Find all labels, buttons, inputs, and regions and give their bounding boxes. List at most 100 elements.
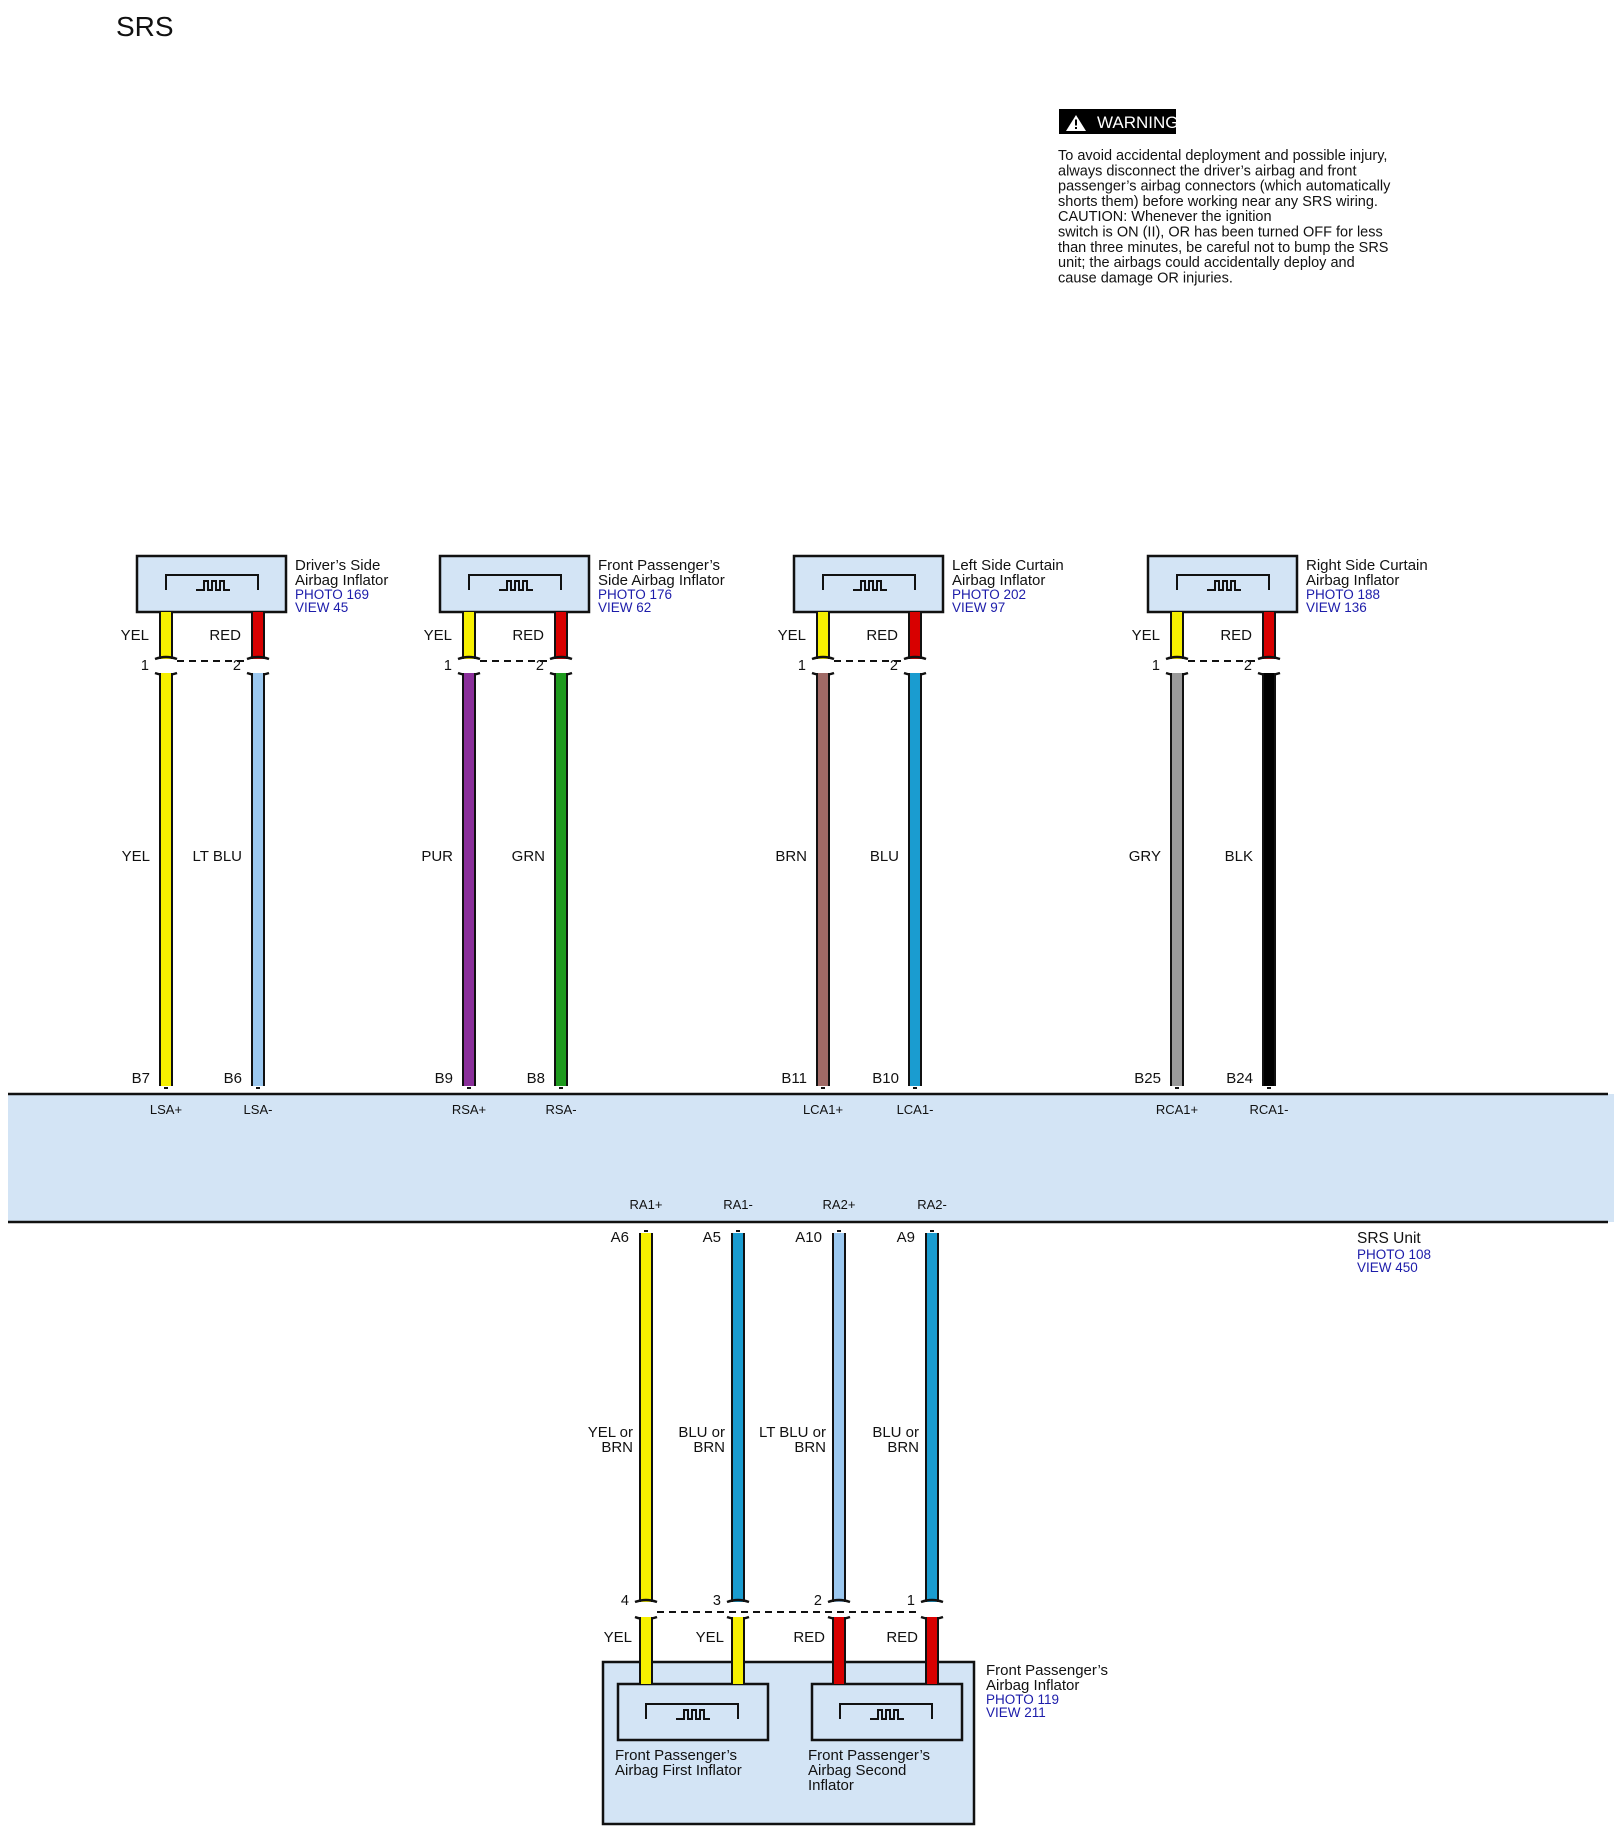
signal-name: LSA- xyxy=(244,1102,273,1117)
warning-line: unit; the airbags could accidentally dep… xyxy=(1058,255,1355,271)
signal-name: RSA+ xyxy=(452,1102,486,1117)
connector-bracket xyxy=(165,574,259,590)
bottom-connector-name: Front Passenger’s xyxy=(986,1662,1108,1679)
connector-name: Front Passenger’s xyxy=(598,557,720,574)
connector-bracket xyxy=(839,1703,933,1719)
connector-bracket xyxy=(645,1703,739,1719)
bottom-photo-link: PHOTO 119 xyxy=(986,1692,1059,1707)
wire-color-label: PUR xyxy=(421,848,453,865)
pigtail-color-label: RED xyxy=(793,1629,825,1646)
pin-number: 1 xyxy=(141,658,149,674)
photo-link: PHOTO 176 xyxy=(598,587,672,602)
wire-color-label: BRN xyxy=(887,1439,919,1456)
warning-line: switch is ON (II), OR has been turned OF… xyxy=(1058,225,1383,241)
pigtail-color-label: RED xyxy=(512,627,544,644)
connector-bracket xyxy=(1176,574,1270,590)
inflator-symbol xyxy=(870,1709,904,1720)
photo-link: PHOTO 169 xyxy=(295,587,369,602)
warning-text: To avoid accidental deployment and possi… xyxy=(1058,148,1391,286)
terminal-cap xyxy=(549,655,573,661)
signal-name: RCA1- xyxy=(1249,1102,1288,1117)
second-inflator-name: Front Passenger’s xyxy=(808,1747,930,1764)
connector-name: Airbag Inflator xyxy=(952,572,1045,589)
srs-unit-view-link: VIEW 450 xyxy=(1357,1260,1418,1275)
pin-number: 1 xyxy=(1152,658,1160,674)
pin-number: 3 xyxy=(713,1593,721,1609)
signal-name: RSA- xyxy=(545,1102,576,1117)
second-inflator-name: Inflator xyxy=(808,1777,854,1794)
terminal-cap xyxy=(811,655,835,661)
terminal-cap xyxy=(154,655,178,661)
warning-icon xyxy=(1066,115,1086,131)
signal-name: LCA1+ xyxy=(803,1102,843,1117)
signal-name: RCA1+ xyxy=(1156,1102,1198,1117)
first-inflator-name: Airbag First Inflator xyxy=(615,1762,742,1779)
warning-box: WARNING To avoid accidental deployment a… xyxy=(1058,109,1391,286)
srs-unit-fill xyxy=(8,1094,1614,1222)
terminal-cap xyxy=(920,1598,944,1604)
srs-unit-name: SRS Unit xyxy=(1357,1230,1421,1247)
pigtail-color-label: YEL xyxy=(778,627,806,644)
signal-name: LCA1- xyxy=(897,1102,934,1117)
view-link: VIEW 45 xyxy=(295,600,348,615)
inflator-symbol xyxy=(499,580,533,591)
photo-link: PHOTO 188 xyxy=(1306,587,1380,602)
terminal-cap xyxy=(457,655,481,661)
inflator-symbol xyxy=(676,1709,710,1720)
wire-color-label: LT BLU or xyxy=(759,1424,826,1441)
srs-unit-photo-link: PHOTO 108 xyxy=(1357,1247,1431,1262)
warning-line: cause damage OR injuries. xyxy=(1058,270,1233,286)
terminal-cap xyxy=(1165,655,1189,661)
unit-pin-number: B7 xyxy=(132,1070,150,1087)
warning-line: always disconnect the driver’s airbag an… xyxy=(1058,163,1357,179)
unit-pin-number: A9 xyxy=(897,1229,915,1246)
view-link: VIEW 136 xyxy=(1306,600,1367,615)
pin-number: 4 xyxy=(621,1593,629,1609)
wire-color-label: YEL xyxy=(122,848,150,865)
inflator-symbol xyxy=(1207,580,1241,591)
wire-color-label: BLK xyxy=(1225,848,1253,865)
unit-pin-number: B10 xyxy=(872,1070,899,1087)
first-inflator-name: Front Passenger’s xyxy=(615,1747,737,1764)
warning-label: WARNING xyxy=(1097,113,1179,132)
warning-line: To avoid accidental deployment and possi… xyxy=(1058,148,1387,164)
unit-pin-number: B11 xyxy=(781,1070,807,1087)
pigtail-color-label: RED xyxy=(886,1629,918,1646)
unit-pin-number: A6 xyxy=(611,1229,629,1246)
signal-name: RA1- xyxy=(723,1197,753,1212)
signal-name: RA2+ xyxy=(823,1197,856,1212)
signal-name: RA2- xyxy=(917,1197,947,1212)
pin-number: 2 xyxy=(536,658,544,674)
pin-number: 2 xyxy=(233,658,241,674)
connector-name: Left Side Curtain xyxy=(952,557,1064,574)
wire-color-label: BRN xyxy=(601,1439,633,1456)
unit-pin-number: B9 xyxy=(435,1070,453,1087)
pigtail-color-label: YEL xyxy=(424,627,452,644)
wire-color-label: YEL or xyxy=(588,1424,633,1441)
warning-line: shorts them) before working near any SRS… xyxy=(1058,194,1378,210)
page-title: SRS xyxy=(116,11,174,42)
warning-line: CAUTION: Whenever the ignition xyxy=(1058,209,1272,225)
wire-color-label: BLU xyxy=(870,848,899,865)
bottom-view-link: VIEW 211 xyxy=(986,1705,1046,1720)
connector-name: Airbag Inflator xyxy=(295,572,388,589)
terminal-cap xyxy=(1257,655,1281,661)
unit-pin-number: B25 xyxy=(1134,1070,1161,1087)
wire-color-label: BRN xyxy=(775,848,807,865)
bottom-connector-name: Airbag Inflator xyxy=(986,1677,1079,1694)
terminal-cap xyxy=(903,655,927,661)
connector-name: Right Side Curtain xyxy=(1306,557,1428,574)
photo-link: PHOTO 202 xyxy=(952,587,1026,602)
terminal-cap xyxy=(634,1598,658,1604)
connector-housing xyxy=(438,554,591,614)
terminal-cap xyxy=(726,1598,750,1604)
terminal-cap xyxy=(246,655,270,661)
